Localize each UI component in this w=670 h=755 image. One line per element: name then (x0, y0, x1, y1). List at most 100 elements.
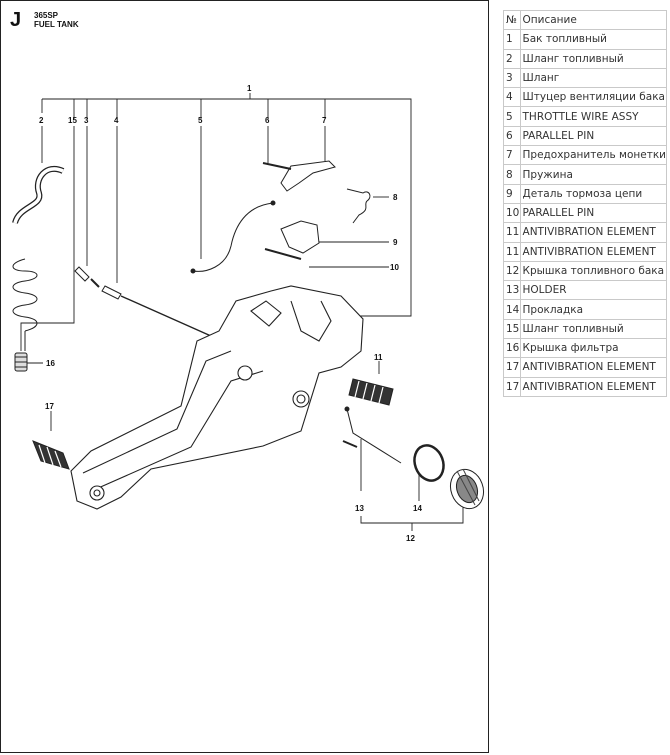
part-number-cell: 3 (503, 67, 521, 89)
part-description-cell: HOLDER (519, 280, 668, 301)
fuel-tank-body (70, 285, 364, 510)
throttle-lockout-part (262, 160, 336, 192)
exploded-parts-diagram: 1 2 15 3 4 5 6 7 8 9 10 11 16 17 13 14 1… (12, 84, 485, 543)
part-description-cell: Шланг топливный (519, 48, 668, 69)
part-number-cell: 10 (503, 202, 521, 224)
part-number-cell: 11 (503, 222, 521, 243)
section-letter: J (10, 9, 22, 31)
part-number-cell: 17 (503, 357, 521, 378)
part-description-cell: Шланг топливный (519, 318, 668, 340)
part-number-cell: 1 (503, 29, 521, 50)
callout-7: 7 (322, 116, 327, 125)
callout-2: 2 (39, 116, 44, 125)
part-number-cell: 8 (503, 164, 521, 185)
part-number-cell: 17 (503, 376, 521, 397)
table-header-row: № Описание (503, 9, 668, 31)
header-description: Описание (519, 9, 668, 31)
vent-hose-part (74, 266, 100, 288)
leader-1-bracket (42, 98, 412, 317)
part-number-cell: 15 (503, 318, 521, 340)
part-description-cell: Предохранитель монетки (519, 145, 668, 166)
part-description-cell: Бак топливный (519, 29, 668, 50)
part-number-cell: 7 (503, 145, 521, 166)
throttle-wire-part (190, 200, 276, 274)
callout-6: 6 (265, 116, 270, 125)
diagram-subtitle: FUEL TANK (34, 20, 79, 29)
model-title: 365SP (34, 11, 59, 20)
callout-17: 17 (45, 402, 54, 411)
callout-13: 13 (355, 504, 364, 513)
part-number-cell: 2 (503, 48, 521, 69)
part-number-cell: 14 (503, 299, 521, 320)
part-description-cell: Деталь тормоза цепи (519, 183, 668, 204)
gasket-part (413, 444, 445, 482)
callout-8: 8 (393, 193, 398, 202)
callout-3: 3 (84, 116, 89, 125)
callout-14: 14 (413, 504, 422, 513)
part-description-cell: ANTIVIBRATION ELEMENT (519, 376, 668, 397)
callout-11: 11 (374, 353, 383, 362)
callout-9: 9 (393, 238, 398, 247)
antivibration-element-11 (348, 378, 394, 406)
part-number-cell: 13 (503, 280, 521, 301)
callout-10: 10 (390, 263, 399, 272)
part-description-cell: ANTIVIBRATION ELEMENT (519, 222, 668, 243)
fuel-hose-part (12, 166, 65, 225)
fuel-cap-part (449, 468, 485, 510)
part-description-cell: Штуцер вентиляции бака (519, 87, 668, 108)
chain-brake-part (264, 220, 320, 260)
leader-12-bracket (360, 506, 464, 524)
holder-part (342, 406, 402, 464)
callout-15: 15 (68, 116, 77, 125)
part-description-cell: Крышка топливного бака (519, 260, 668, 282)
fuel-filter-part (14, 352, 28, 372)
leader-15-part (20, 126, 75, 351)
part-number-cell: 4 (503, 87, 521, 108)
part-number-cell: 11 (503, 241, 521, 262)
part-description-cell: Шланг (519, 67, 668, 89)
part-number-cell: 16 (503, 338, 521, 359)
vent-fitting-part (101, 285, 212, 337)
part-description-cell: PARALLEL PIN (519, 202, 668, 224)
part-number-cell: 6 (503, 125, 521, 147)
header-number: № (503, 9, 521, 31)
callout-12: 12 (406, 534, 415, 543)
spring-part (346, 188, 371, 224)
part-description-cell: ANTIVIBRATION ELEMENT (519, 357, 668, 378)
callout-4: 4 (114, 116, 119, 125)
part-number-cell: 12 (503, 260, 521, 282)
part-number-cell: 9 (503, 183, 521, 204)
antivibration-element-17 (32, 440, 70, 470)
part-description-cell: Прокладка (519, 299, 668, 320)
callout-16: 16 (46, 359, 55, 368)
part-number-cell: 5 (503, 106, 521, 127)
callout-5: 5 (198, 116, 203, 125)
part-description-cell: Пружина (519, 164, 668, 185)
diagram-frame: J 365SP FUEL TANK (0, 0, 489, 753)
part-description-cell: THROTTLE WIRE ASSY (519, 106, 668, 127)
part-description-cell: Крышка фильтра (519, 338, 668, 359)
part-description-cell: PARALLEL PIN (519, 125, 668, 147)
part-description-cell: ANTIVIBRATION ELEMENT (519, 241, 668, 262)
coil-hose-part (12, 258, 38, 351)
